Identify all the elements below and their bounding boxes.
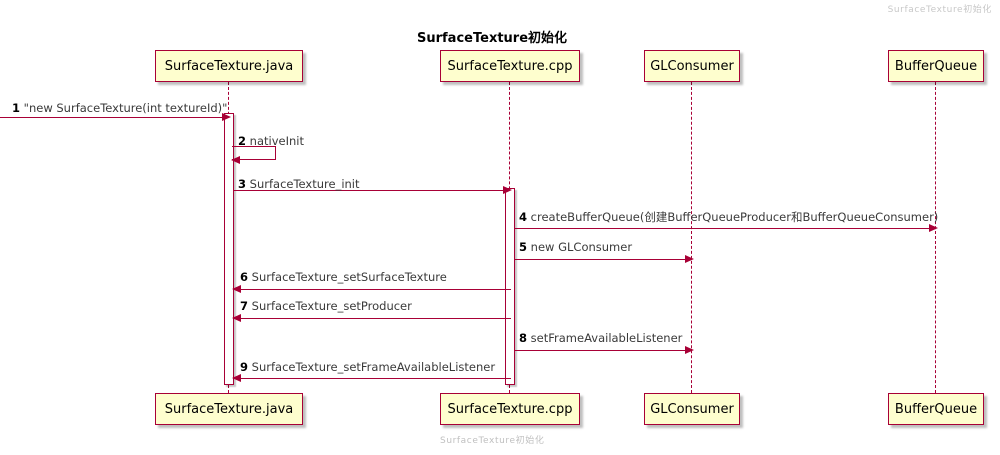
message-line-3 [234, 190, 503, 191]
message-number-7: 7 [240, 299, 249, 313]
participant-label: GLConsumer [650, 58, 734, 74]
message-number-4: 4 [519, 210, 528, 224]
participant-label: SurfaceTexture.cpp [447, 58, 573, 74]
message-number-9: 9 [240, 360, 249, 374]
arrowhead-right-icon [685, 255, 694, 263]
participant-java-top[interactable]: SurfaceTexture.java [155, 50, 303, 82]
message-label-6: 6 SurfaceTexture_setSurfaceTexture [240, 270, 447, 284]
lifeline-bq [935, 82, 937, 393]
message-number-3: 3 [238, 177, 247, 191]
message-text-6: SurfaceTexture_setSurfaceTexture [248, 270, 447, 284]
participant-label: BufferQueue [894, 401, 978, 417]
message-text-5: new GLConsumer [527, 240, 633, 254]
message-label-2: 2 nativeInit [238, 134, 304, 148]
message-line-6 [241, 289, 511, 290]
participant-label: SurfaceTexture.java [164, 401, 294, 417]
message-number-1: 1 [12, 101, 21, 115]
arrowhead-right-icon [685, 346, 694, 354]
arrowhead-right-icon [503, 186, 512, 194]
message-text-8: setFrameAvailableListener [527, 331, 683, 345]
participant-label: SurfaceTexture.java [164, 58, 294, 74]
arrowhead-left-icon [232, 374, 241, 382]
participant-cpp-bottom[interactable]: SurfaceTexture.cpp [440, 393, 580, 425]
participant-bq-top[interactable]: BufferQueue [888, 50, 984, 82]
message-text-3: SurfaceTexture_init [246, 177, 360, 191]
arrowhead-left-icon [231, 155, 240, 164]
message-number-2: 2 [238, 134, 247, 148]
message-line-9 [241, 378, 511, 379]
message-line-7 [241, 318, 511, 319]
arrowhead-right-icon [929, 224, 938, 232]
participant-label: GLConsumer [650, 401, 734, 417]
participant-gl-top[interactable]: GLConsumer [644, 50, 740, 82]
page-title: SurfaceTexture初始化 [417, 31, 568, 46]
message-number-6: 6 [240, 270, 249, 284]
message-line-1 [0, 117, 222, 118]
participant-cpp-top[interactable]: SurfaceTexture.cpp [440, 50, 580, 82]
message-label-4: 4 createBufferQueue(创建BufferQueueProduce… [519, 209, 938, 225]
message-number-8: 8 [519, 331, 528, 345]
participant-label: SurfaceTexture.cpp [447, 401, 573, 417]
watermark-label: SurfaceTexture初始化 [887, 5, 992, 15]
message-text-2: nativeInit [246, 134, 304, 148]
footer-caption: SurfaceTexture初始化 [440, 436, 545, 446]
participant-bq-bottom[interactable]: BufferQueue [888, 393, 984, 425]
message-text-1: "new SurfaceTexture(int textureId)" [20, 101, 228, 115]
participant-gl-bottom[interactable]: GLConsumer [644, 393, 740, 425]
message-label-9: 9 SurfaceTexture_setFrameAvailableListen… [240, 360, 495, 374]
message-text-4: createBufferQueue(创建BufferQueueProducer和… [527, 210, 939, 224]
participant-java-bottom[interactable]: SurfaceTexture.java [155, 393, 303, 425]
message-number-5: 5 [519, 240, 528, 254]
message-text-7: SurfaceTexture_setProducer [248, 299, 412, 313]
message-line-5 [515, 259, 685, 260]
arrowhead-right-icon [222, 113, 231, 121]
message-text-9: SurfaceTexture_setFrameAvailableListener [248, 360, 496, 374]
self-call-path-2 [232, 146, 276, 160]
message-label-7: 7 SurfaceTexture_setProducer [240, 299, 412, 313]
message-label-1: 1 "new SurfaceTexture(int textureId)" [12, 101, 227, 115]
message-label-5: 5 new GLConsumer [519, 240, 632, 254]
arrowhead-left-icon [232, 285, 241, 293]
participant-label: BufferQueue [894, 58, 978, 74]
message-line-4 [515, 228, 929, 229]
message-label-3: 3 SurfaceTexture_init [238, 177, 360, 191]
message-label-8: 8 setFrameAvailableListener [519, 331, 682, 345]
message-line-8 [515, 350, 685, 351]
lifeline-gl [691, 82, 693, 393]
arrowhead-left-icon [232, 314, 241, 322]
